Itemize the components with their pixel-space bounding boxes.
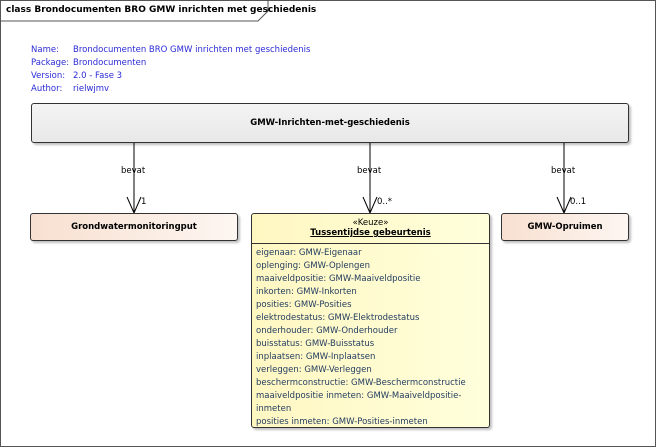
class-name: GMW-Opruimen [527,222,603,232]
association-label: bevat [121,166,146,176]
attribute-list: eigenaar: GMW-Eigenaar oplenging: GMW-Opl… [252,244,489,432]
class-name: GMW-Inrichten-met-geschiedenis [250,118,410,128]
multiplicity: 0..* [377,197,393,207]
attribute: elektrodestatus: GMW-Elektrodestatus [256,313,420,323]
info-key: Name: [31,45,59,55]
info-value: rielwjmv [73,84,110,94]
attribute: inplaatsen: GMW-Inplaatsen [256,352,376,362]
class-grondwatermonitoringput[interactable]: Grondwatermonitoringput [30,213,238,241]
attribute: posities: GMW-Posities [256,300,352,310]
info-value: 2.0 - Fase 3 [73,71,123,81]
attribute: posities inmeten: GMW-Posities-inmeten [256,417,428,427]
class-name: Grondwatermonitoringput [71,222,197,232]
stereotype: «Keuze» [352,218,389,228]
diagram-info: Name: Brondocumenten BRO GMW inrichten me… [31,44,310,96]
frame-tab-border [0,0,269,22]
class-gmw-opruimen[interactable]: GMW-Opruimen [501,213,629,241]
attribute: verleggen: GMW-Verleggen [256,365,372,375]
association-label: bevat [551,166,576,176]
attribute: maaiveldpositie: GMW-Maaiveldpositie [256,274,421,284]
attribute: inkorten: GMW-Inkorten [256,287,357,297]
info-key: Version: [31,71,66,81]
association-label: bevat [357,166,382,176]
info-value: Brondocumenten [73,58,147,68]
multiplicity: 1 [141,197,147,207]
attribute: eigenaar: GMW-Eigenaar [256,248,362,258]
class-tussentijdse-gebeurtenis[interactable]: «Keuze» Tussentijdse gebeurtenis eigenaa… [251,213,490,428]
multiplicity: 0..1 [570,197,587,207]
info-value: Brondocumenten BRO GMW inrichten met ges… [73,45,311,55]
info-key: Package: [31,58,70,68]
attribute: oplenging: GMW-Oplengen [256,261,371,271]
attribute: beschermconstructie: GMW-Beschermconstru… [256,378,466,388]
attribute: onderhouder: GMW-Onderhouder [256,326,398,336]
diagram-title: class Brondocumenten BRO GMW inrichten m… [6,5,317,15]
info-key: Author: [31,84,63,94]
class-name: Tussentijdse gebeurtenis [310,228,431,238]
class-main[interactable]: GMW-Inrichten-met-geschiedenis [31,103,629,143]
attribute: buisstatus: GMW-Buisstatus [256,339,375,349]
attribute: maaiveldpositie inmeten: GMW-Maaiveldpos… [256,391,462,414]
